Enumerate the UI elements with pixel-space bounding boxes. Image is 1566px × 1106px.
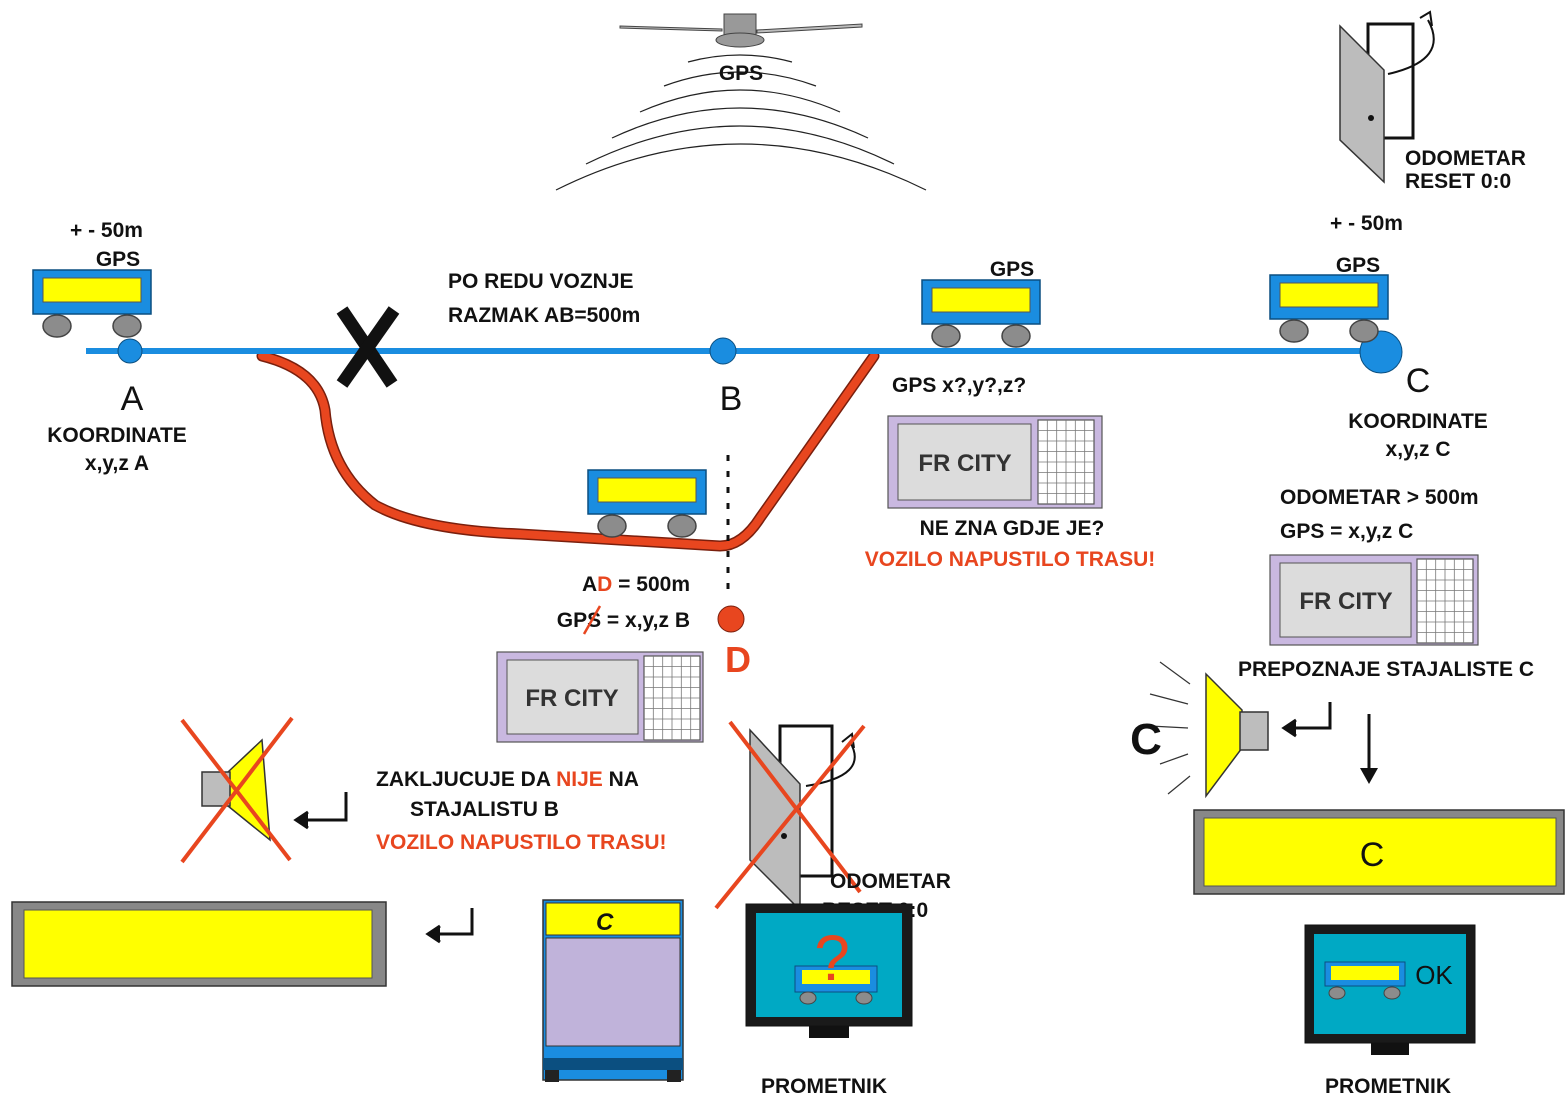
- bus-destination-sign: C: [596, 909, 614, 936]
- right-odometer-reset: RESET 0:0: [1405, 170, 1511, 193]
- return-arrow-left-icon: [425, 908, 474, 944]
- speaker-icon: [1149, 661, 1269, 799]
- recognize-stop-c: PREPOZNAJE STAJALISTE C: [1238, 658, 1534, 681]
- vehicle-on-detour: [587, 469, 707, 538]
- down-arrow-icon: [1360, 714, 1378, 784]
- door-crossed-icon: [714, 720, 866, 912]
- monitor-question-mark: ?: [814, 922, 850, 994]
- gps-satellite: [619, 13, 863, 48]
- schedule-line-1: PO REDU VOZNJE: [448, 270, 634, 293]
- left-device-label: FR CITY: [525, 685, 618, 712]
- ad-distance: AD = 500m: [582, 573, 690, 596]
- gps-check: GPS = x,y,z C: [1280, 520, 1413, 543]
- vehicle-mid-gps: GPS: [990, 258, 1034, 281]
- stop-d-letter: D: [725, 639, 751, 680]
- right-device-label: FR CITY: [1299, 588, 1392, 615]
- blocked-x-icon: [336, 306, 400, 388]
- stop-a-coord-value: x,y,z A: [85, 452, 149, 475]
- vehicle-a-gps: GPS: [96, 248, 140, 271]
- monitor-question-icon: [745, 903, 913, 1038]
- door-open-icon: [1339, 10, 1435, 184]
- bus-front-icon: [542, 899, 684, 1082]
- stop-b-marker: [709, 337, 737, 365]
- stop-c-letter: C: [1406, 362, 1431, 400]
- left-prometnik-label: PROMETNIK: [761, 1075, 887, 1098]
- schedule-line-2: RAZMAK AB=500m: [448, 304, 640, 327]
- middle-status-line-1: NE ZNA GDJE JE?: [920, 517, 1105, 540]
- stop-c-coord-value: x,y,z C: [1386, 438, 1451, 461]
- conclusion-line-2: STAJALISTU B: [410, 798, 559, 821]
- not-equal-slash: [582, 605, 602, 635]
- display-stop-letter: C: [1360, 836, 1385, 874]
- stop-a-letter: A: [121, 380, 144, 418]
- return-arrow-right-icon: [1281, 702, 1332, 738]
- middle-device-label: FR CITY: [918, 450, 1011, 477]
- right-prometnik-label: PROMETNIK: [1325, 1075, 1451, 1098]
- vehicle-c-gps: GPS: [1336, 254, 1380, 277]
- fr-city-device-middle: [887, 415, 1103, 509]
- stop-b-letter: B: [720, 380, 743, 418]
- left-odometer-label: ODOMETAR: [830, 870, 951, 893]
- fr-city-device-right: [1269, 554, 1479, 646]
- stop-d-marker: [717, 605, 745, 633]
- gps-signal-waves: [555, 54, 927, 191]
- gps-not-equal-b: GPS = x,y,z B: [557, 609, 690, 632]
- stop-a-coord-label: KOORDINATE: [47, 424, 187, 447]
- monitor-ok-icon: [1304, 924, 1476, 1055]
- vehicle-c-tolerance: + - 50m: [1330, 212, 1403, 235]
- vehicle-at-c: [1269, 274, 1389, 343]
- stop-display-right: [1193, 809, 1565, 895]
- satellite-gps-label: GPS: [719, 62, 763, 85]
- conclusion-line-3: VOZILO NAPUSTILO TRASU!: [376, 831, 667, 854]
- fr-city-device-left: [496, 651, 704, 743]
- right-odometer-label: ODOMETAR: [1405, 147, 1526, 170]
- vehicle-a-tolerance: + - 50m: [70, 219, 143, 242]
- monitor-ok-text: OK: [1415, 960, 1453, 990]
- stop-a-marker: [117, 338, 143, 364]
- speaker-muted-icon: [180, 716, 294, 864]
- return-arrow-icon: [293, 792, 348, 830]
- conclusion-line-1: ZAKLJUCUJE DA NIJE NA: [376, 768, 639, 791]
- speaker-announce-letter: C: [1130, 715, 1162, 764]
- odometer-check: ODOMETAR > 500m: [1280, 486, 1479, 509]
- vehicle-at-a: [32, 269, 152, 338]
- detour-route: [256, 350, 880, 552]
- middle-status-line-2: VOZILO NAPUSTILO TRASU!: [865, 548, 1156, 571]
- stop-c-coord-label: KOORDINATE: [1348, 410, 1488, 433]
- stop-display-left: [11, 901, 387, 987]
- vehicle-mid-track: [921, 279, 1041, 348]
- gps-unknown-coords: GPS x?,y?,z?: [892, 374, 1026, 397]
